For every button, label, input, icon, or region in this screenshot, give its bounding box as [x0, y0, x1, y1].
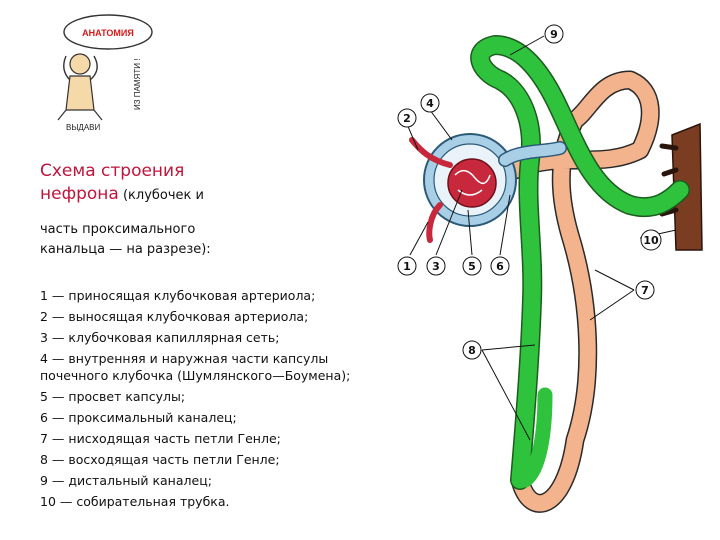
diagram-title: Схема строения нефрона (клубочек и	[40, 160, 310, 207]
legend-item-3: 3 — клубочковая капиллярная сеть;	[40, 330, 280, 345]
svg-text:10: 10	[643, 234, 659, 247]
label-1: 1	[397, 256, 417, 276]
anatomy-logo: АНАТОМИЯ ИЗ ПАМЯТИ ! ВЫДАВИ	[57, 14, 153, 132]
title-line-3: часть проксимального	[40, 222, 196, 237]
legend-item-9: 9 — дистальный каналец;	[40, 473, 212, 488]
svg-text:5: 5	[468, 260, 476, 273]
speech-cloud	[63, 14, 153, 50]
label-3: 3	[426, 256, 446, 276]
title-line-2-small: (клубочек и	[118, 188, 204, 203]
svg-text:9: 9	[550, 28, 558, 41]
label-8: 8	[462, 340, 482, 360]
legend-item-8: 8 — восходящая часть петли Генле;	[40, 452, 280, 467]
svg-text:3: 3	[432, 260, 440, 273]
title-line-1: Схема строения	[40, 161, 185, 181]
legend-item-7: 7 — нисходящая часть петли Генле;	[40, 431, 281, 446]
label-2: 2	[397, 108, 417, 128]
capillary-network	[447, 158, 497, 208]
svg-text:4: 4	[426, 97, 434, 110]
afferent-arteriole	[426, 202, 443, 243]
label-7: 7	[635, 280, 655, 300]
label-9: 9	[544, 24, 564, 44]
title-line-2-big: нефрона	[40, 184, 119, 204]
efferent-arteriole	[409, 137, 453, 168]
title-description: часть проксимального канальца — на разре…	[40, 220, 340, 260]
svg-text:1: 1	[403, 260, 411, 273]
svg-text:8: 8	[468, 344, 476, 357]
legend-list: 1 — приносящая клубочковая артериола; 2 …	[40, 287, 380, 514]
svg-text:2: 2	[403, 112, 411, 125]
legend-item-10: 10 — собирательная трубка.	[40, 494, 230, 509]
logo-bottom-text: ВЫДАВИ	[66, 123, 101, 132]
label-4: 4	[420, 93, 440, 113]
svg-text:6: 6	[496, 260, 504, 273]
legend-item-2: 2 — выносящая клубочковая артериола;	[40, 309, 309, 324]
logo-cloud-text: АНАТОМИЯ	[82, 28, 134, 38]
title-line-4: канальца — на разрезе):	[40, 242, 211, 257]
legend-item-4: 4 — внутренняя и наружная части капсулы …	[40, 351, 351, 383]
legend-item-6: 6 — проксимальный каналец;	[40, 410, 237, 425]
legend-item-5: 5 — просвет капсулы;	[40, 389, 186, 404]
legend-item-1: 1 — приносящая клубочковая артериола;	[40, 288, 316, 303]
label-5: 5	[462, 256, 482, 276]
label-6: 6	[490, 256, 510, 276]
figure-head	[69, 53, 91, 75]
svg-text:7: 7	[641, 284, 649, 297]
logo-side-text: ИЗ ПАМЯТИ !	[133, 59, 142, 110]
label-10: 10	[640, 229, 662, 251]
